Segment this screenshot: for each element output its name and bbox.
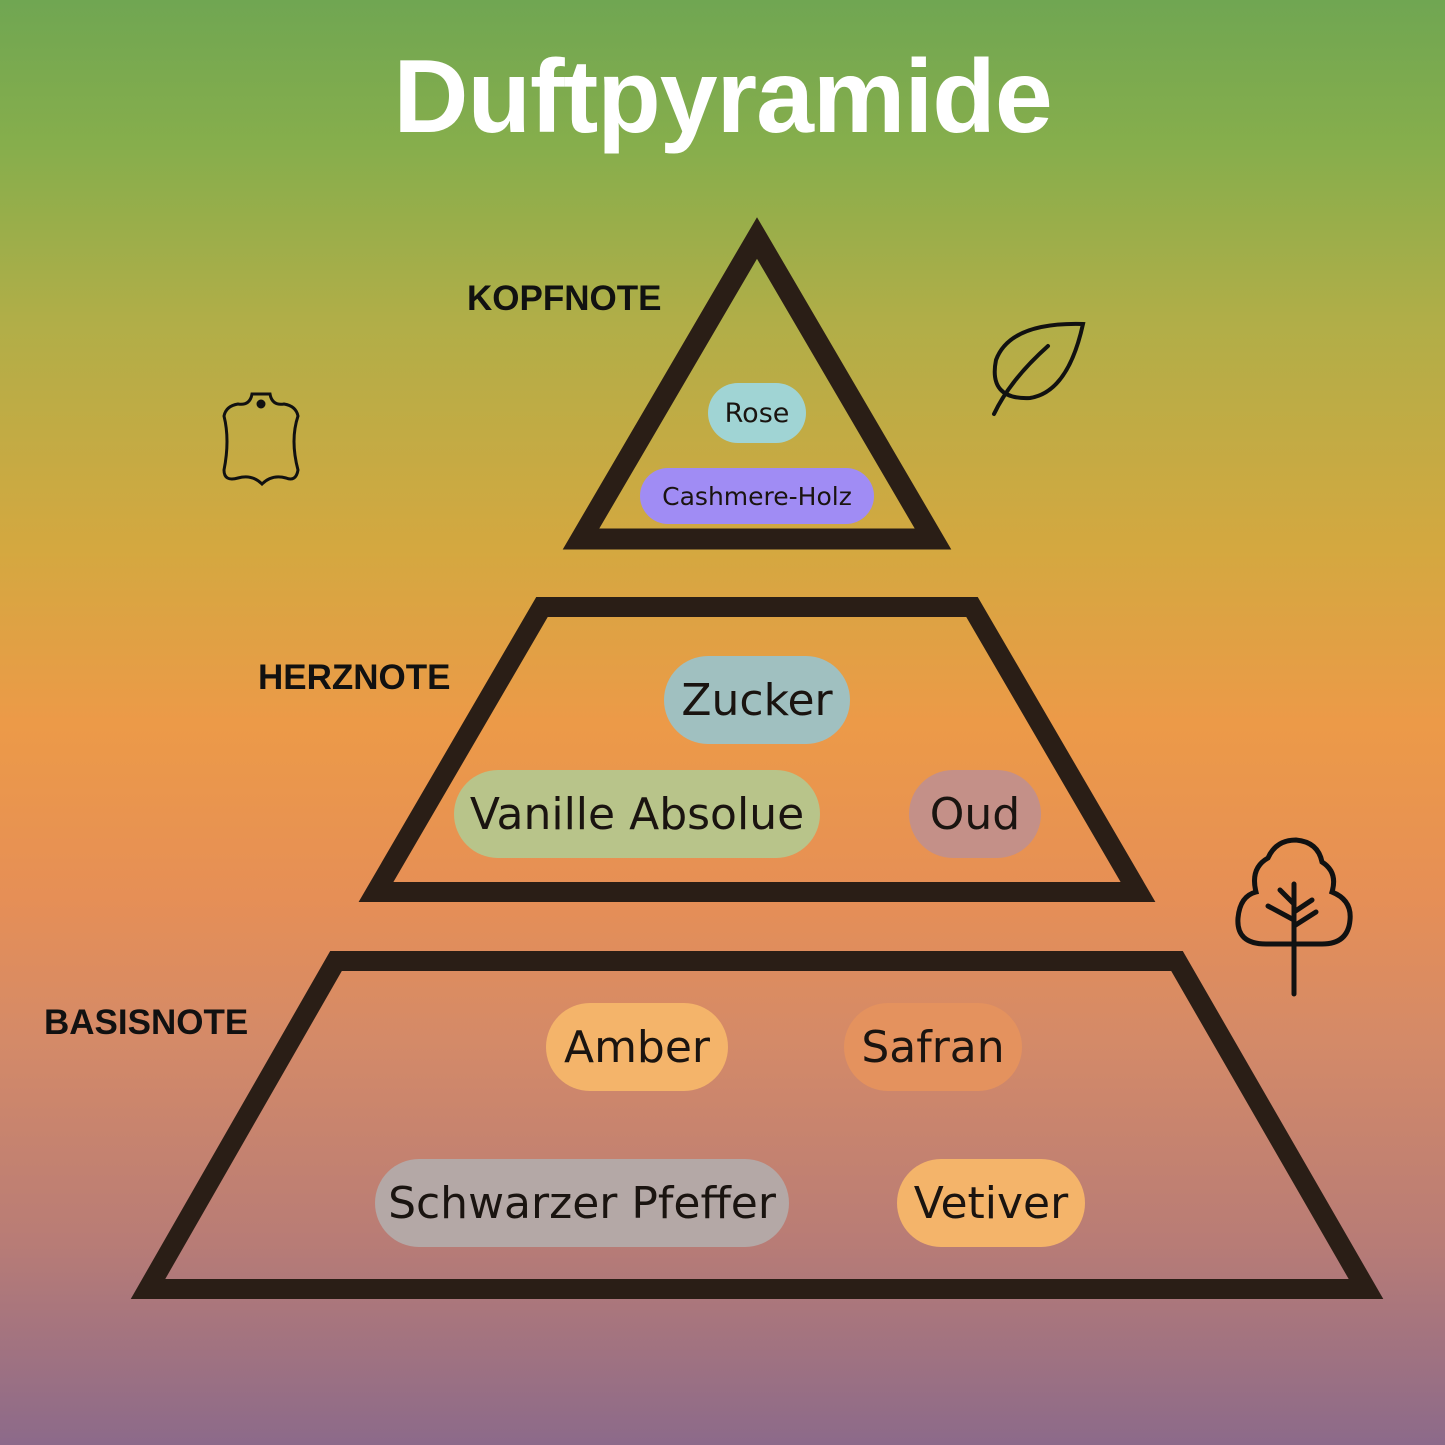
leaf-icon: [992, 321, 1086, 416]
pyramid-top-tier: [562, 217, 952, 550]
note-pill: Cashmere-Holz: [640, 468, 874, 524]
note-pill: Zucker: [664, 656, 850, 744]
note-pill: Oud: [909, 770, 1041, 858]
level-label-base: BASISNOTE: [44, 1003, 249, 1042]
pyramid-base-tier: [130, 951, 1384, 1299]
note-pill: Vanille Absolue: [454, 770, 820, 858]
pyramid-middle-tier: [358, 597, 1156, 902]
page-title: Duftpyramide: [393, 39, 1052, 155]
level-label-top: KOPFNOTE: [467, 279, 662, 318]
note-pill: Vetiver: [897, 1159, 1085, 1247]
leather-icon: [222, 392, 300, 487]
note-pill: Schwarzer Pfeffer: [375, 1159, 789, 1247]
tree-icon: [1235, 837, 1353, 997]
level-label-middle: HERZNOTE: [258, 658, 451, 697]
note-pill: Amber: [546, 1003, 728, 1091]
note-pill: Safran: [844, 1003, 1022, 1091]
note-pill: Rose: [708, 383, 806, 443]
